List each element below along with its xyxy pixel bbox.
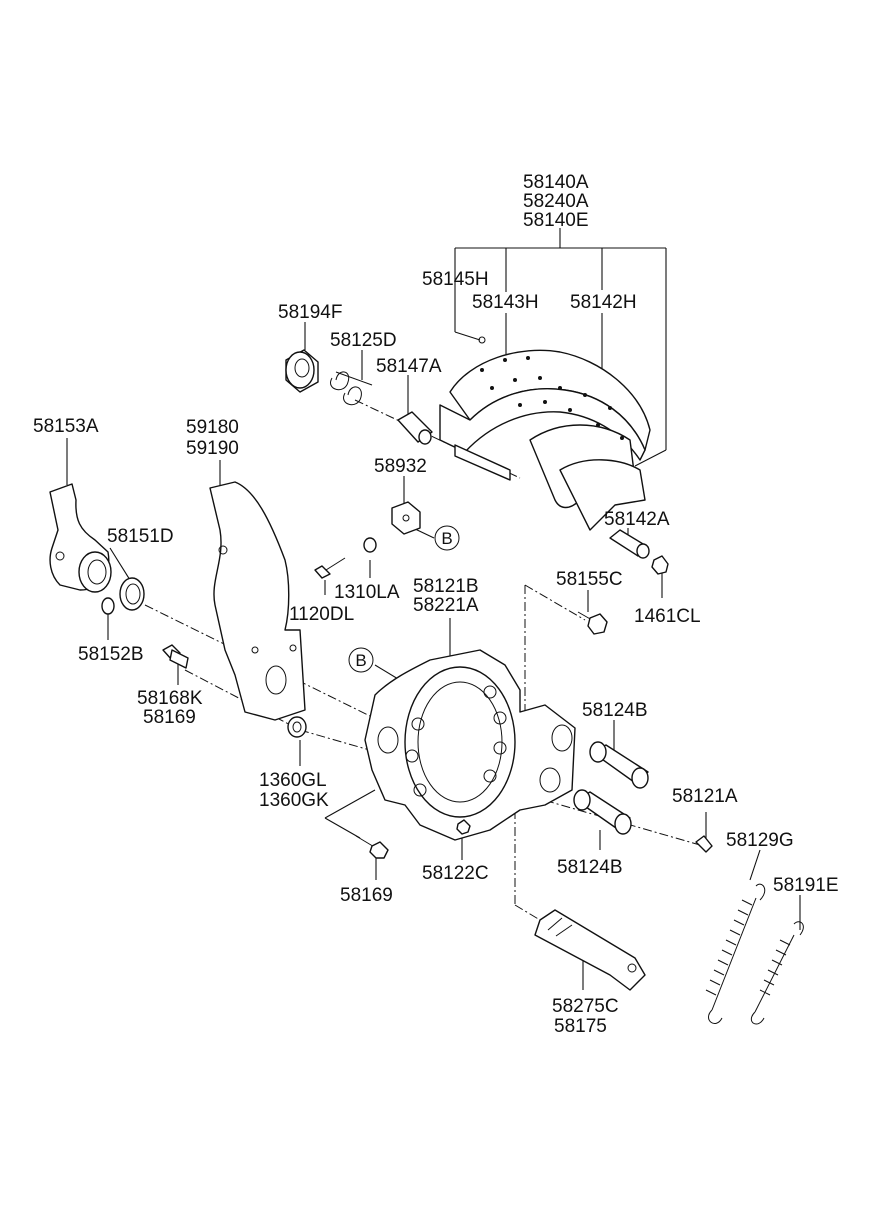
bolt-58155c — [577, 611, 608, 635]
ref-b-upper-text: B — [441, 529, 452, 548]
label-58275c: 58275C — [552, 996, 619, 1017]
label-58168k: 58168K — [137, 688, 203, 709]
label-58125d: 58125D — [330, 330, 397, 351]
spring-clip-58125d — [330, 371, 373, 406]
label-58140e: 58140E — [523, 210, 589, 231]
label-58175: 58175 — [554, 1016, 607, 1037]
label-58142a: 58142A — [604, 509, 670, 530]
ref-mark-b-upper: B — [434, 525, 460, 551]
label-59180: 59180 — [186, 417, 239, 438]
label-58169-a: 58169 — [143, 707, 196, 728]
bushing-58124b-upper — [589, 741, 649, 789]
label-58152b: 58152B — [78, 644, 144, 665]
bracket-59180 — [209, 481, 306, 721]
ref-b-lower-text: B — [355, 651, 366, 670]
label-58169-b: 58169 — [340, 885, 393, 906]
label-58221a: 58221A — [413, 595, 479, 616]
clip-58121a — [695, 835, 713, 853]
label-1360gk: 1360GK — [259, 790, 329, 811]
label-58129g: 58129G — [726, 830, 794, 851]
label-58142h: 58142H — [570, 292, 637, 313]
pin-58142a — [609, 529, 650, 559]
bolt-58169-lower — [355, 835, 389, 859]
slack-adjuster-58153a — [49, 483, 112, 593]
label-58240a: 58240A — [523, 191, 589, 212]
block-58932 — [391, 501, 421, 535]
ref-mark-b-lower: B — [348, 647, 374, 673]
camshaft-58275c — [534, 909, 646, 991]
brake-shoe-assembly — [439, 336, 651, 531]
label-59190: 59190 — [186, 438, 239, 459]
bolt-1120dl — [314, 557, 346, 579]
label-58155c: 58155C — [556, 569, 623, 590]
bushing-58194f — [285, 349, 319, 393]
label-58121a: 58121A — [672, 786, 738, 807]
seal-58151d — [119, 577, 145, 611]
nut-1461cl — [651, 555, 669, 575]
label-58147a: 58147A — [376, 356, 442, 377]
label-58932: 58932 — [374, 456, 427, 477]
part-labels: 58140A 58240A 58140E 58145H 58143H 58142… — [33, 172, 839, 1037]
label-58124b-a: 58124B — [582, 700, 648, 721]
spring-58129g — [705, 883, 766, 1024]
spider-58121b — [364, 649, 576, 841]
label-58140a: 58140A — [523, 172, 589, 193]
washer-1310la — [363, 537, 377, 553]
label-58143h: 58143H — [472, 292, 539, 313]
label-58121b: 58121B — [413, 576, 479, 597]
label-1461cl: 1461CL — [634, 606, 701, 627]
ring-58152b — [101, 597, 115, 615]
pin-58147a — [397, 411, 433, 445]
label-58151d: 58151D — [107, 526, 174, 547]
bolt-58168k — [162, 644, 189, 669]
nut-58122c — [456, 819, 471, 835]
label-1120dl: 1120DL — [289, 604, 354, 625]
label-58153a: 58153A — [33, 416, 99, 437]
bushing-58124b-lower — [573, 789, 632, 835]
label-58194f: 58194F — [278, 302, 342, 323]
washer-1360gl — [287, 716, 307, 738]
label-58122c: 58122C — [422, 863, 489, 884]
label-1310la: 1310LA — [334, 582, 400, 603]
label-58191e: 58191E — [773, 875, 839, 896]
label-58145h: 58145H — [422, 269, 489, 290]
label-1360gl: 1360GL — [259, 770, 327, 791]
label-58124b-b: 58124B — [557, 857, 623, 878]
spring-58191e — [750, 921, 804, 1025]
